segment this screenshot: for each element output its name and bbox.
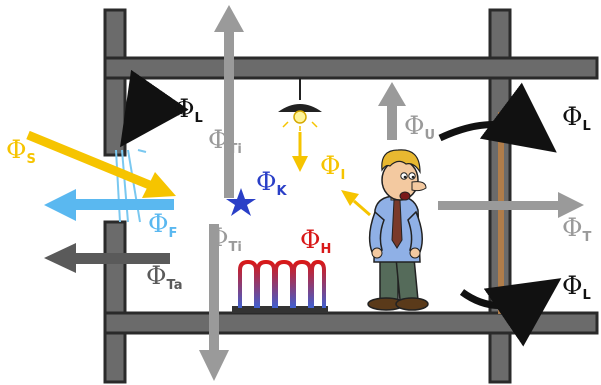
phi-ta-arrow [44, 243, 170, 273]
phi-symbol: Φ [174, 94, 195, 123]
phi-l-right-top-curve [438, 82, 557, 153]
phi-u-arrow [378, 82, 406, 140]
label-phi-ti-top: ΦTi [208, 125, 242, 157]
svg-text:ΦK: ΦK [256, 167, 288, 199]
phi-l-right-bottom-curve [459, 278, 562, 347]
star-icon [226, 188, 256, 216]
phi-symbol: Φ [404, 111, 425, 140]
label-phi-ta: ΦTa [146, 261, 182, 293]
svg-text:ΦI: ΦI [320, 151, 345, 183]
heater-icon [232, 259, 328, 313]
svg-text:ΦH: ΦH [300, 225, 331, 257]
phi-symbol: Φ [148, 209, 169, 238]
label-sub: H [321, 242, 332, 257]
phi-ti-down-arrow [199, 224, 229, 381]
ceiling-slab [103, 56, 599, 80]
svg-text:ΦTa: ΦTa [146, 261, 182, 293]
label-phi-s: ΦS [6, 135, 36, 167]
phi-f-arrow [44, 189, 174, 221]
svg-text:ΦS: ΦS [6, 135, 36, 167]
phi-symbol: Φ [562, 271, 583, 300]
label-sub: U [425, 128, 436, 143]
phi-symbol: Φ [320, 151, 341, 180]
phi-symbol: Φ [208, 223, 229, 252]
label-phi-i: ΦI [320, 151, 345, 183]
phi-i-arrow [341, 190, 371, 217]
svg-text:ΦTi: ΦTi [208, 223, 242, 255]
svg-text:ΦF: ΦF [148, 209, 177, 241]
svg-text:ΦL: ΦL [174, 94, 203, 126]
svg-text:ΦL: ΦL [562, 102, 591, 134]
phi-symbol: Φ [146, 261, 167, 290]
phi-symbol: Φ [300, 225, 321, 254]
label-sub: L [583, 119, 591, 134]
wooden-partition [498, 112, 504, 314]
phi-symbol: Φ [208, 125, 229, 154]
phi-t-arrow [438, 192, 584, 218]
phi-l-left-curve [120, 69, 189, 148]
svg-text:ΦU: ΦU [404, 111, 435, 143]
label-phi-t: ΦT [562, 213, 592, 245]
left-wall-upper [103, 8, 127, 157]
left-wall-lower [103, 220, 127, 384]
label-phi-l-right-top: ΦL [562, 102, 591, 134]
label-sub: K [277, 184, 288, 199]
label-phi-f: ΦF [148, 209, 177, 241]
phi-symbol: Φ [256, 167, 277, 196]
phi-symbol: Φ [6, 135, 27, 164]
phi-s-arrow [26, 130, 176, 198]
label-phi-l-left: ΦL [174, 94, 203, 126]
label-sub: L [583, 288, 591, 303]
svg-text:ΦT: ΦT [562, 213, 592, 245]
phi-symbol: Φ [562, 213, 583, 242]
label-sub: Ta [167, 278, 183, 293]
ceiling-lamp-icon [278, 78, 322, 131]
phi-symbol: Φ [562, 102, 583, 131]
label-phi-h: ΦH [300, 225, 331, 257]
label-sub: S [27, 152, 36, 167]
phi-ti-up-arrow [214, 5, 244, 198]
label-sub: Ti [229, 240, 242, 255]
label-phi-k: ΦK [256, 167, 288, 199]
label-sub: L [195, 111, 203, 126]
label-phi-ti-bottom: ΦTi [208, 223, 242, 255]
floor-slab [103, 311, 599, 335]
label-phi-l-right-bottom: ΦL [562, 271, 591, 303]
label-sub: Ti [229, 142, 242, 157]
label-phi-u: ΦU [404, 111, 435, 143]
svg-text:ΦTi: ΦTi [208, 125, 242, 157]
label-sub: T [583, 230, 592, 245]
lamp-light-arrow [292, 132, 308, 172]
person-icon [367, 149, 429, 311]
svg-text:ΦL: ΦL [562, 271, 591, 303]
label-sub: I [341, 168, 346, 183]
label-sub: F [169, 226, 178, 241]
